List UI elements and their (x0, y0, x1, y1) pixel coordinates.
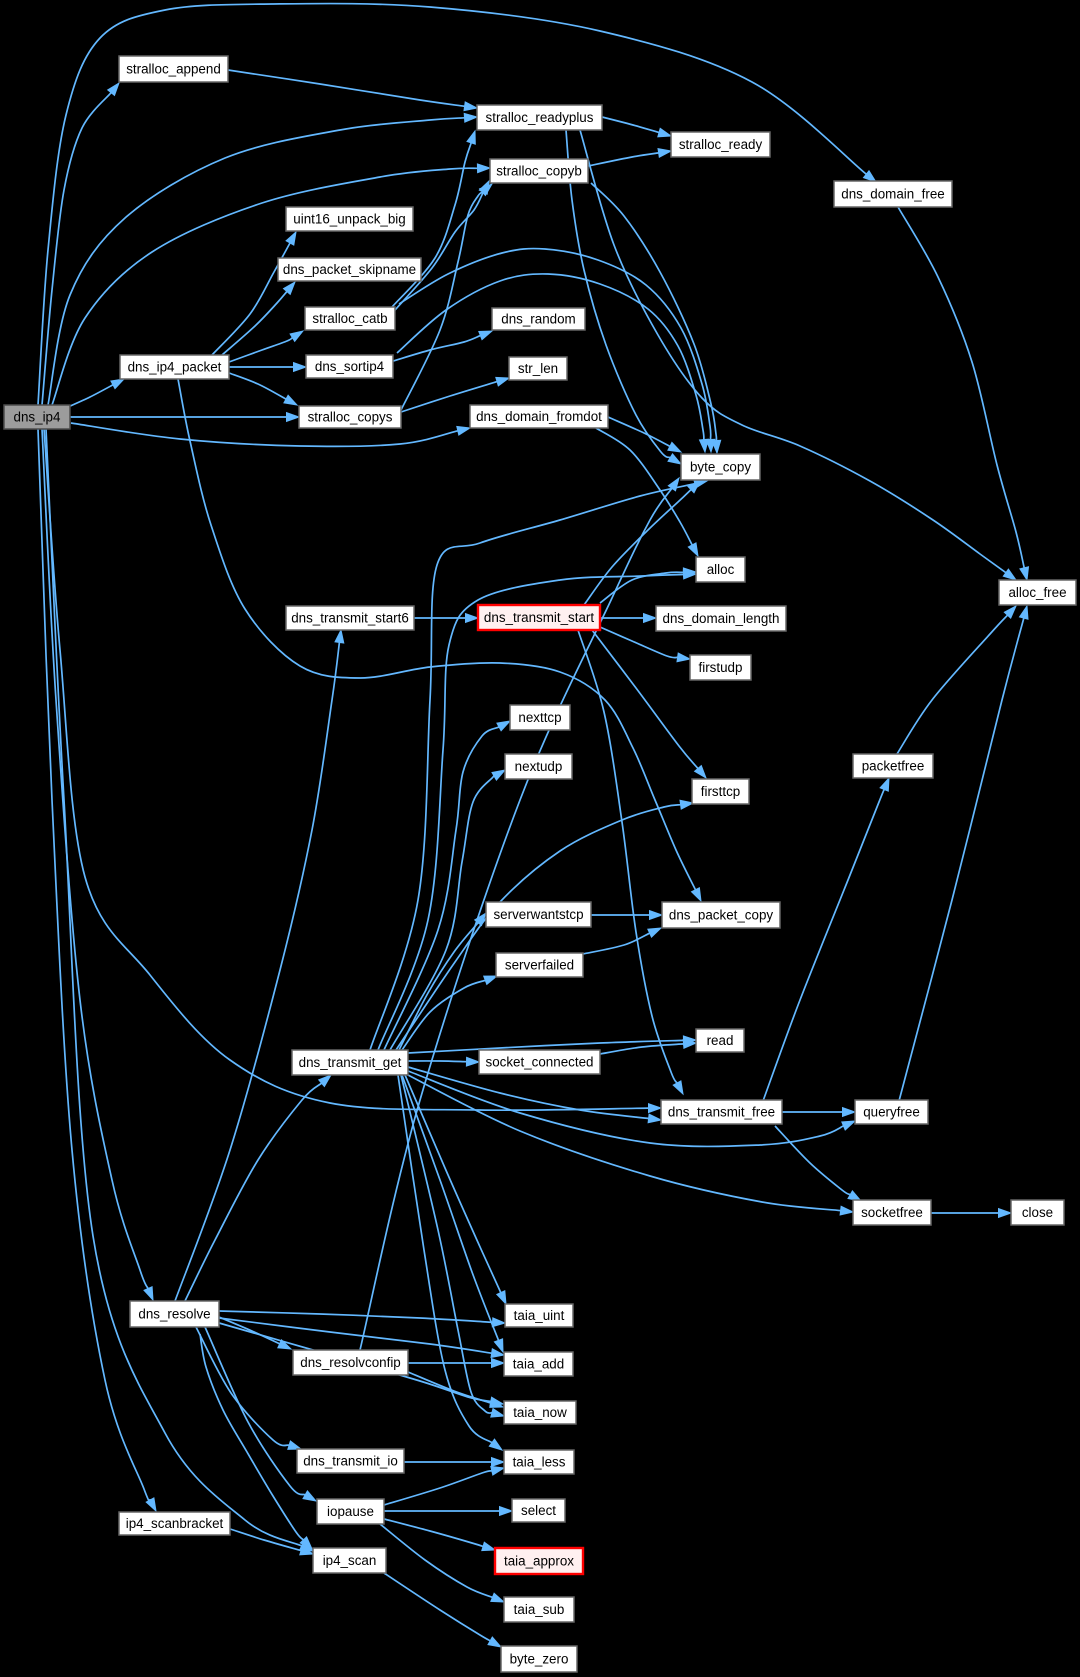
svg-text:dns_packet_copy: dns_packet_copy (669, 908, 774, 923)
svg-text:stralloc_copyb: stralloc_copyb (496, 164, 582, 179)
svg-text:ip4_scan: ip4_scan (323, 1553, 377, 1568)
svg-text:dns_transmit_io: dns_transmit_io (303, 1454, 398, 1469)
svg-text:close: close (1022, 1205, 1053, 1220)
svg-text:ip4_scanbracket: ip4_scanbracket (126, 1516, 224, 1531)
svg-text:dns_domain_fromdot: dns_domain_fromdot (476, 409, 602, 424)
svg-text:taia_less: taia_less (513, 1455, 566, 1470)
svg-text:dns_transmit_start6: dns_transmit_start6 (291, 611, 409, 626)
svg-text:nextudp: nextudp (515, 759, 563, 774)
svg-text:dns_domain_free: dns_domain_free (841, 187, 944, 202)
svg-text:alloc_free: alloc_free (1008, 585, 1066, 600)
svg-text:stralloc_readyplus: stralloc_readyplus (486, 110, 594, 125)
svg-text:socket_connected: socket_connected (486, 1055, 594, 1070)
svg-text:taia_approx: taia_approx (504, 1554, 574, 1569)
svg-text:stralloc_copys: stralloc_copys (308, 410, 393, 425)
svg-text:firstudp: firstudp (699, 660, 743, 675)
svg-text:stralloc_ready: stralloc_ready (679, 137, 763, 152)
svg-text:dns_domain_length: dns_domain_length (663, 611, 780, 626)
svg-text:serverfailed: serverfailed (505, 958, 574, 973)
svg-text:nexttcp: nexttcp (518, 710, 561, 725)
svg-text:socketfree: socketfree (861, 1205, 923, 1220)
svg-text:taia_uint: taia_uint (514, 1308, 565, 1323)
svg-text:serverwantstcp: serverwantstcp (493, 907, 583, 922)
svg-text:dns_resolvconfip: dns_resolvconfip (300, 1355, 401, 1370)
svg-text:dns_sortip4: dns_sortip4 (315, 359, 385, 374)
svg-text:firsttcp: firsttcp (701, 784, 740, 799)
svg-text:stralloc_catb: stralloc_catb (312, 311, 387, 326)
svg-text:uint16_unpack_big: uint16_unpack_big (293, 212, 405, 227)
svg-text:byte_copy: byte_copy (690, 460, 751, 475)
svg-text:dns_transmit_free: dns_transmit_free (668, 1105, 775, 1120)
svg-text:dns_transmit_get: dns_transmit_get (299, 1055, 402, 1070)
svg-text:dns_random: dns_random (501, 312, 575, 327)
svg-text:queryfree: queryfree (863, 1105, 920, 1120)
svg-text:dns_transmit_start: dns_transmit_start (484, 610, 594, 625)
svg-text:read: read (707, 1033, 734, 1048)
svg-text:byte_zero: byte_zero (510, 1652, 569, 1667)
svg-text:dns_ip4_packet: dns_ip4_packet (128, 360, 222, 375)
svg-text:dns_packet_skipname: dns_packet_skipname (283, 262, 416, 277)
svg-text:iopause: iopause (327, 1504, 374, 1519)
svg-text:dns_ip4: dns_ip4 (14, 410, 61, 425)
svg-text:select: select (521, 1503, 556, 1518)
svg-text:packetfree: packetfree (862, 759, 925, 774)
svg-text:stralloc_append: stralloc_append (126, 62, 221, 77)
svg-text:alloc: alloc (707, 562, 735, 577)
svg-text:str_len: str_len (518, 361, 558, 376)
svg-text:taia_add: taia_add (513, 1357, 564, 1372)
svg-text:taia_sub: taia_sub (514, 1602, 565, 1617)
svg-text:dns_resolve: dns_resolve (138, 1307, 210, 1322)
svg-text:taia_now: taia_now (513, 1405, 567, 1420)
